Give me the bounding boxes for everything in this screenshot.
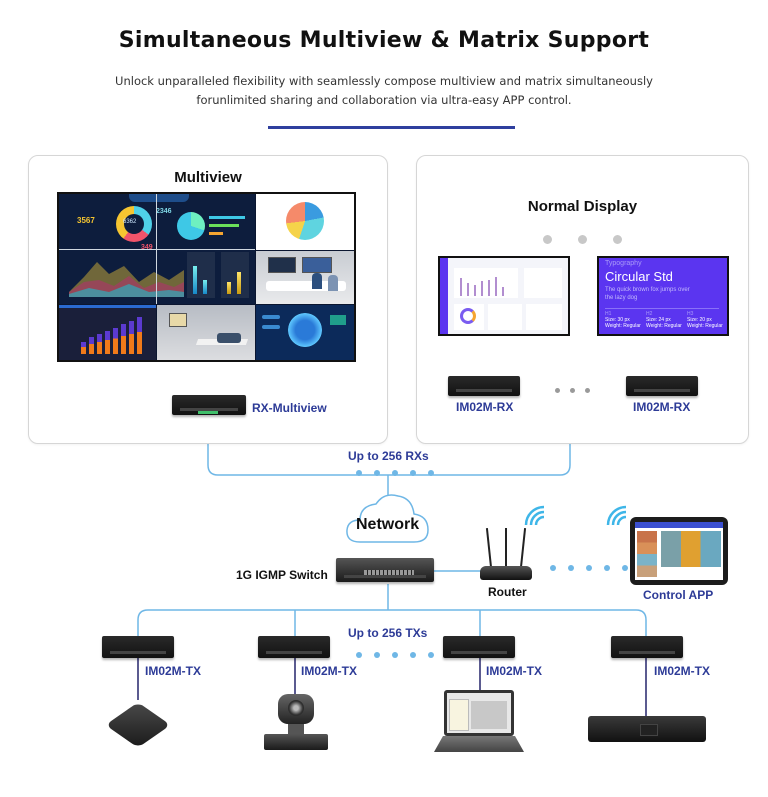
h3-weight: Weight: Regular [687,323,723,329]
tx-count-dots [350,645,440,663]
tx-device-4[interactable] [611,636,683,658]
tx-count-label: Up to 256 TXs [348,626,428,640]
control-app-label: Control APP [643,588,714,602]
dash-value-1: 3567 [77,216,95,225]
typo-font-name: Circular Std [605,269,673,284]
bar-1 [209,216,245,219]
laptop-icon [434,690,526,754]
page-title: Simultaneous Multiview & Matrix Support [118,28,650,53]
page-subtitle: Unlock unparalleled flexibility with sea… [60,72,708,110]
igmp-switch-device[interactable] [336,558,434,582]
rx-label-2: IM02M-RX [633,400,691,414]
subtitle-line-2: forunlimited sharing and collaboration v… [196,93,572,107]
router-wifi-icon [524,505,545,526]
router-device[interactable] [478,528,534,582]
typo-sample: The quick brown fox jumps over the lazy … [605,287,690,301]
dashboard-cell: 3567 6362 2346 349 [59,194,255,304]
globe-dashboard-cell [256,305,354,360]
app-header-bar [635,522,723,528]
app-image-grid [661,531,721,567]
title-underline [268,126,515,129]
meeting-room-cell [256,251,354,304]
rx-count-label: Up to 256 RXs [348,449,429,463]
h3-size: Size: 20 px [687,317,712,323]
bar-chart-cell [59,305,156,360]
h2-weight: Weight: Regular [646,323,682,329]
rx-multiview-link [207,412,571,476]
switch-ports [364,570,414,575]
small-pie [177,212,205,240]
h2-name: H2 [646,311,653,317]
normal-display-title: Normal Display [527,198,638,215]
ptz-camera-icon [262,694,330,752]
pie-chart [286,202,324,240]
h1-name: H1 [605,311,612,317]
h1-size: Size: 30 px [605,317,630,323]
typo-style-h3: H3 Size: 20 px Weight: Regular [687,311,723,329]
network-cloud-icon [346,494,429,543]
typo-style-h2: H2 Size: 24 px Weight: Regular [646,311,682,329]
rx-multiview-device[interactable] [172,395,246,415]
h3-name: H3 [687,311,694,317]
tx-device-3[interactable] [443,636,515,658]
dashboard-ring [460,308,476,324]
tx-label-1: IM02M-TX [145,664,202,678]
router-label: Router [488,585,527,599]
tx-device-2[interactable] [258,636,330,658]
dash-value-2: 6362 [123,219,137,225]
dashboard-display [438,256,570,336]
dashboard-sidebar [440,258,448,334]
network-cloud-label: Network [356,516,420,533]
pagination-dots [417,231,748,249]
stacked-bars [81,314,151,354]
nvr-recorder-icon [588,716,708,744]
typo-style-h1: H1 Size: 30 px Weight: Regular [605,311,641,329]
pie-chart-cell [256,194,354,250]
rx-device-1[interactable] [448,376,520,396]
hdmi-ports [198,409,218,414]
bar-2 [209,224,239,227]
control-tablet[interactable] [630,517,728,585]
tx-label-4: IM02M-TX [654,664,711,678]
typography-display: Typography Circular Std The quick brown … [597,256,729,336]
donut-chart [116,206,152,242]
media-box-icon [105,702,171,752]
area-chart [69,262,184,297]
rx-label-1: IM02M-RX [456,400,514,414]
typo-heading: Typography [605,260,642,267]
stat-card-2 [221,252,249,298]
multiview-title: Multiview [174,169,242,186]
tx-device-1[interactable] [102,636,174,658]
conference-room-cell [157,305,255,360]
h1-weight: Weight: Regular [605,323,641,329]
tx-label-3: IM02M-TX [486,664,543,678]
dash-value-4: 349 [141,244,153,251]
switch-label: 1G IGMP Switch [236,568,328,582]
rx-multiview-label: RX-Multiview [252,401,327,415]
subtitle-line-1: Unlock unparalleled flexibility with sea… [115,74,653,88]
app-thumb-list [637,531,657,577]
globe [288,313,322,347]
rx-device-2[interactable] [626,376,698,396]
wireless-dots [544,558,634,576]
dashboard-header-bar [129,194,189,202]
stat-card-1 [187,252,215,298]
tablet-wifi-icon [606,505,627,526]
bar-3 [209,232,223,235]
h2-size: Size: 24 px [646,317,671,323]
tx-bus-link [137,609,647,636]
dashboard-bars [460,274,510,296]
multiview-screen: 3567 6362 2346 349 [57,192,356,362]
rx-count-dots [350,463,440,481]
rx-more-dots [550,380,595,398]
tx-label-2: IM02M-TX [301,664,358,678]
dash-value-3: 2346 [156,208,172,215]
